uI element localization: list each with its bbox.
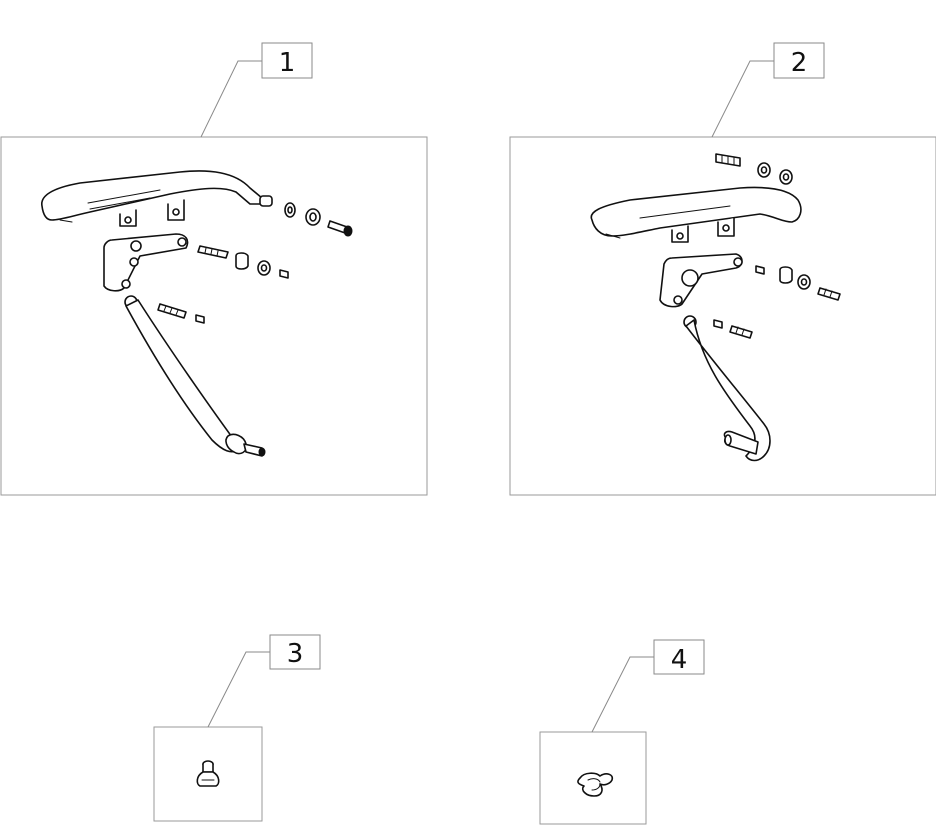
item-3-leader — [207, 651, 270, 728]
item-2-leader — [711, 60, 774, 138]
item-2-group[interactable]: 2 — [509, 42, 936, 496]
item-3-callout-number: 3 — [287, 639, 304, 669]
item-4-callout-number: 4 — [671, 645, 688, 675]
item-3-callout-box[interactable] — [269, 634, 321, 670]
item-2-callout-box[interactable] — [773, 42, 825, 79]
item-3-group[interactable]: 3 — [153, 634, 321, 822]
item-1-callout-box[interactable] — [261, 42, 313, 79]
item-1-group[interactable]: 1 — [0, 42, 428, 496]
armrest-assembly-left-icon — [41, 170, 353, 457]
item-1-leader — [200, 60, 262, 138]
armrest-cap-icon — [196, 760, 220, 787]
item-4-group[interactable]: 4 — [539, 639, 705, 825]
item-1-callout-number: 1 — [279, 48, 296, 78]
tube-clip-icon — [577, 772, 614, 797]
item-4-leader — [591, 656, 654, 733]
item-2-callout-number: 2 — [791, 48, 808, 78]
item-4-callout-box[interactable] — [653, 639, 705, 675]
armrest-assembly-right-icon — [590, 153, 841, 462]
